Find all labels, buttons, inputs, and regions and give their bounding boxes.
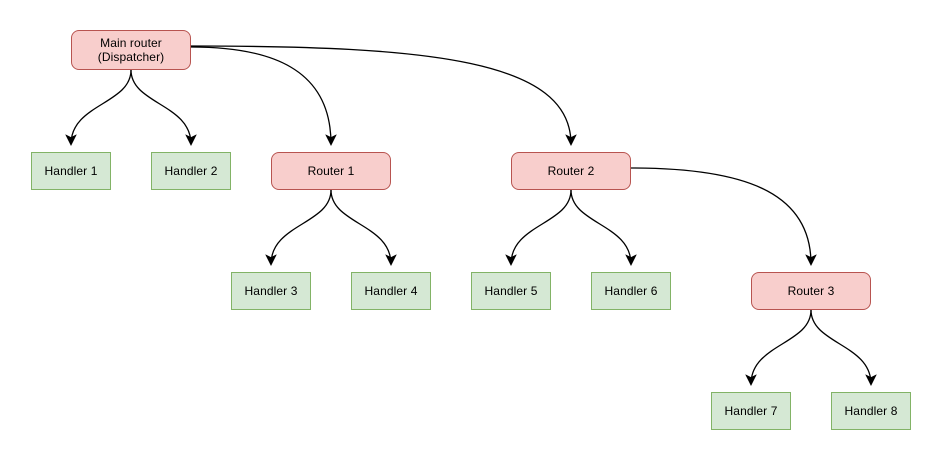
- edge-router-1-to-handler-4: [330, 189, 397, 266]
- node-router-1[interactable]: Router 1: [271, 152, 391, 190]
- node-handler-6[interactable]: Handler 6: [591, 272, 671, 310]
- edge-main-router-to-router-1: [190, 46, 337, 146]
- node-handler-1[interactable]: Handler 1: [31, 152, 111, 190]
- node-handler-2[interactable]: Handler 2: [151, 152, 231, 190]
- node-label-handler-3: Handler 3: [244, 284, 298, 298]
- node-main-router[interactable]: Main router (Dispatcher): [71, 30, 191, 70]
- edge-main-router-to-handler-2: [130, 69, 197, 146]
- node-label-router-1: Router 1: [307, 164, 355, 178]
- edge-router-2-to-handler-6: [570, 189, 637, 266]
- node-label-main-router: Main router (Dispatcher): [97, 36, 165, 64]
- edge-router-3-to-handler-7: [745, 309, 812, 386]
- edge-main-router-to-handler-1: [65, 69, 132, 146]
- node-router-3[interactable]: Router 3: [751, 272, 871, 310]
- edge-main-router-to-router-2: [190, 45, 577, 146]
- node-handler-5[interactable]: Handler 5: [471, 272, 551, 310]
- node-label-handler-5: Handler 5: [484, 284, 538, 298]
- node-label-handler-6: Handler 6: [604, 284, 658, 298]
- node-label-handler-4: Handler 4: [364, 284, 418, 298]
- node-handler-3[interactable]: Handler 3: [231, 272, 311, 310]
- edge-router-1-to-handler-3: [265, 189, 332, 266]
- edge-router-3-to-handler-8: [810, 309, 877, 386]
- node-handler-8[interactable]: Handler 8: [831, 392, 911, 430]
- node-label-handler-2: Handler 2: [164, 164, 218, 178]
- node-handler-4[interactable]: Handler 4: [351, 272, 431, 310]
- edge-router-2-to-router-3: [630, 167, 817, 266]
- node-label-handler-7: Handler 7: [724, 404, 778, 418]
- node-router-2[interactable]: Router 2: [511, 152, 631, 190]
- edges-group: [65, 45, 877, 386]
- node-handler-7[interactable]: Handler 7: [711, 392, 791, 430]
- node-label-router-3: Router 3: [787, 284, 835, 298]
- edge-router-2-to-handler-5: [505, 189, 572, 266]
- node-label-router-2: Router 2: [547, 164, 595, 178]
- node-label-handler-1: Handler 1: [44, 164, 98, 178]
- node-label-handler-8: Handler 8: [844, 404, 898, 418]
